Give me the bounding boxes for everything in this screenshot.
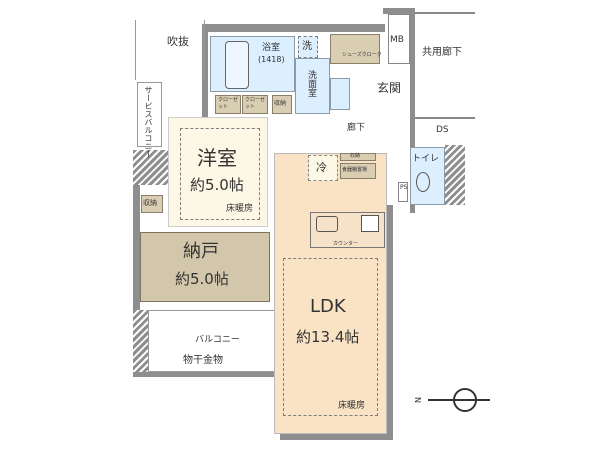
common-corridor-label: 共用廊下: [422, 47, 462, 58]
dish-shelf: [340, 163, 376, 179]
wash-label: 洗: [302, 41, 312, 52]
bathroom: [210, 36, 295, 92]
toilet-icon: [416, 172, 430, 192]
floor-heating-label-2: 床暖房: [338, 401, 366, 411]
wall-left-mid: [133, 150, 168, 185]
wall-left-upper: [202, 24, 208, 119]
entrance-label: 玄関: [377, 81, 402, 95]
mb-box: [388, 14, 410, 64]
clothes-hanger-label: 物干金物: [183, 355, 223, 366]
ps-label: PS: [400, 184, 408, 191]
closet-1-label: クローゼット: [218, 97, 239, 110]
wall-mb: [383, 8, 415, 14]
ldk: [274, 153, 387, 434]
storage-2: [340, 153, 376, 161]
corridor-rail-bottom: [415, 117, 475, 119]
washer-space: [298, 36, 318, 58]
corridor-rail-top: [415, 12, 475, 14]
fukinuke-label: 吹抜: [167, 35, 189, 48]
compass-needle: [428, 399, 490, 401]
fridge-space: [308, 155, 338, 181]
service-balcony: [137, 82, 162, 147]
dish-shelf-label: 食器棚置場: [342, 167, 368, 173]
ldk-label: LDK: [310, 296, 346, 317]
wall-bottom: [280, 434, 392, 440]
balcony-label: バルコニー: [195, 335, 240, 345]
shoe-closet: [330, 34, 380, 64]
storage-1: [272, 95, 292, 114]
floor-heating-label-1: 床暖房: [226, 204, 254, 214]
storage-3: [141, 195, 163, 213]
storage-1-label: 収納: [274, 100, 287, 107]
kitchen-sink-icon: [316, 216, 338, 232]
fridge-label: 冷: [316, 161, 327, 174]
wall-right-upper: [410, 8, 415, 213]
storeroom-label: 納戸: [183, 241, 219, 262]
floor-heating-area-2: [283, 258, 378, 416]
storeroom: [140, 232, 270, 302]
stove-icon: [361, 215, 379, 232]
storeroom-size: 約5.0帖: [175, 270, 229, 288]
bath-label: 浴室: [262, 43, 281, 53]
washroom: [295, 58, 330, 114]
western-room-size: 約5.0帖: [190, 176, 244, 194]
wall-left-bottom: [133, 310, 149, 375]
closet-2: [242, 95, 268, 114]
ds-label: DS: [436, 125, 449, 135]
ldk-size: 約13.4帖: [296, 328, 360, 346]
corridor-label: 廊下: [347, 123, 366, 133]
shoe-closet-label: シューズクローク: [342, 52, 382, 58]
closet-2-label: クローゼット: [245, 97, 266, 110]
western-room: [168, 117, 268, 227]
floor-heating-area-1: [180, 128, 260, 220]
sink: [330, 78, 350, 110]
washroom-label: 洗面室: [306, 70, 316, 97]
wall-top: [205, 24, 385, 32]
wall-right-ldk: [387, 205, 393, 440]
mb-label: MB: [390, 35, 404, 45]
closet-1: [215, 95, 241, 114]
north-label: N: [413, 397, 423, 403]
ps-box: [398, 182, 408, 202]
void-area: [135, 20, 205, 80]
storage-3-label: 収納: [143, 199, 157, 207]
wall-balcony-bottom: [133, 372, 278, 377]
western-room-label: 洋室: [197, 146, 237, 170]
wall-toilet: [445, 145, 465, 205]
toilet-label: トイレ: [412, 154, 440, 164]
bath-size-label: (1418): [258, 55, 285, 64]
service-balcony-label: サービスバルコニー: [144, 86, 153, 158]
bathtub-icon: [225, 41, 249, 89]
wall-left: [133, 185, 140, 375]
counter-label: カウンター: [333, 241, 359, 247]
storage-2-label: 収納: [350, 153, 361, 159]
